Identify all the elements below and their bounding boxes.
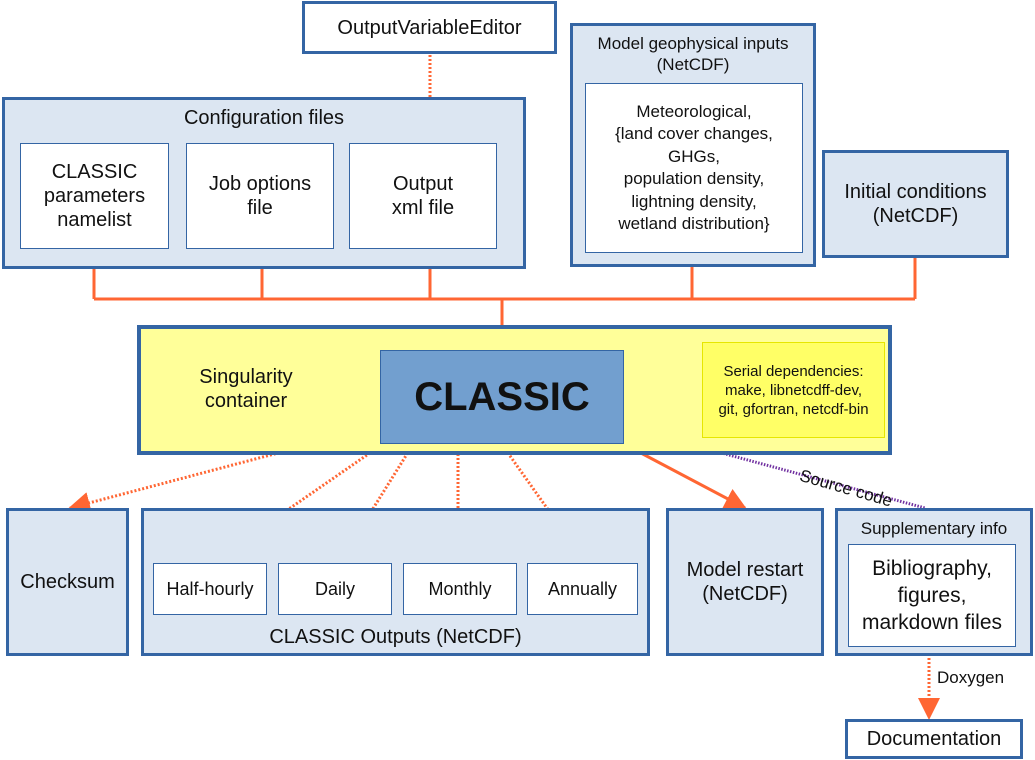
config-item-classic-parameters[interactable]: CLASSIC parameters namelist [20, 143, 169, 249]
configuration-files-group: Configuration files CLASSIC parameters n… [2, 97, 526, 269]
classic-outputs-group: Half-hourly Daily Monthly Annually CLASS… [141, 508, 650, 656]
output-variable-editor-box[interactable]: OutputVariableEditor [302, 1, 557, 54]
model-restart-box[interactable]: Model restart (NetCDF) [666, 508, 824, 656]
output-item-daily[interactable]: Daily [278, 563, 392, 615]
serial-dependencies-note: Serial dependencies: make, libnetcdff-de… [702, 342, 885, 438]
output-item-half-hourly[interactable]: Half-hourly [153, 563, 267, 615]
supplementary-info-title: Supplementary info [860, 519, 1008, 538]
output-variable-editor-label: OutputVariableEditor [337, 16, 522, 39]
output-item-annually[interactable]: Annually [527, 563, 638, 615]
singularity-container-label: Singularity container [199, 366, 293, 412]
supplementary-info-group: Supplementary info Bibliography, figures… [835, 508, 1033, 656]
connector-classic-to-halfhourly [213, 444, 381, 562]
geophysical-inputs-title: Model geophysical inputs (NetCDF) [597, 34, 789, 74]
classic-core-label: CLASSIC [414, 374, 590, 419]
geophysical-inputs-content[interactable]: Meteorological, {land cover changes, GHG… [585, 83, 803, 253]
classic-outputs-title: CLASSIC Outputs (NetCDF) [269, 626, 522, 648]
connector-classic-to-annually [501, 445, 585, 561]
doxygen-edge-label: Doxygen [937, 668, 1005, 687]
output-item-monthly[interactable]: Monthly [403, 563, 517, 615]
checksum-box[interactable]: Checksum [6, 508, 129, 656]
classic-core-box[interactable]: CLASSIC [380, 350, 624, 444]
documentation-box[interactable]: Documentation [845, 719, 1023, 759]
supplementary-info-content[interactable]: Bibliography, figures, markdown files [848, 544, 1016, 647]
config-item-output-xml[interactable]: Output xml file [349, 143, 497, 249]
config-item-job-options[interactable]: Job options file [186, 143, 334, 249]
configuration-files-title: Configuration files [183, 107, 345, 129]
initial-conditions-box[interactable]: Initial conditions (NetCDF) [822, 150, 1009, 258]
geophysical-inputs-group: Model geophysical inputs (NetCDF) Meteor… [570, 23, 816, 267]
